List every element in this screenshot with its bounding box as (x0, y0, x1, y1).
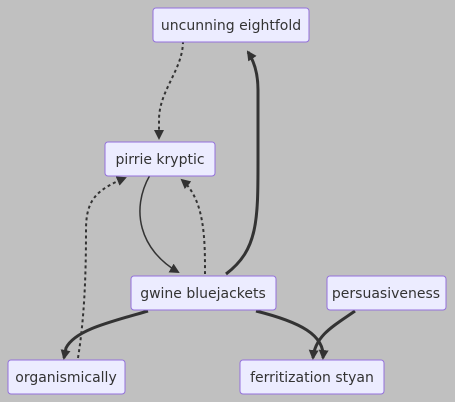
node-gwine-bluejackets: gwine bluejackets (130, 275, 277, 311)
node-label: organismically (15, 370, 116, 386)
edge-uncunning-to-pirrie (154, 40, 184, 140)
edge-pirrie-to-gwine (139, 174, 180, 274)
node-label: ferritization styan (250, 370, 374, 386)
node-label: pirrie kryptic (115, 152, 204, 168)
node-pirrie-kryptic: pirrie kryptic (104, 141, 216, 177)
node-persuasiveness: persuasiveness (326, 275, 447, 311)
node-organismically: organismically (7, 359, 126, 395)
edge-organismically-to-pirrie (77, 176, 127, 359)
node-uncunning-eightfold: uncunning eightfold (152, 7, 310, 43)
edge-gwine-to-uncunning (225, 50, 260, 276)
edge-gwine-to-ferritization (255, 309, 329, 360)
edge-gwine-to-pirrie (180, 178, 206, 275)
edge-gwine-to-organismically (60, 309, 149, 360)
node-label: uncunning eightfold (161, 18, 301, 34)
node-label: gwine bluejackets (140, 286, 266, 302)
node-label: persuasiveness (332, 286, 440, 302)
edge-persuasiveness-to-ferritization (308, 309, 356, 360)
edges (60, 40, 356, 360)
node-ferritization-styan: ferritization styan (239, 359, 385, 395)
